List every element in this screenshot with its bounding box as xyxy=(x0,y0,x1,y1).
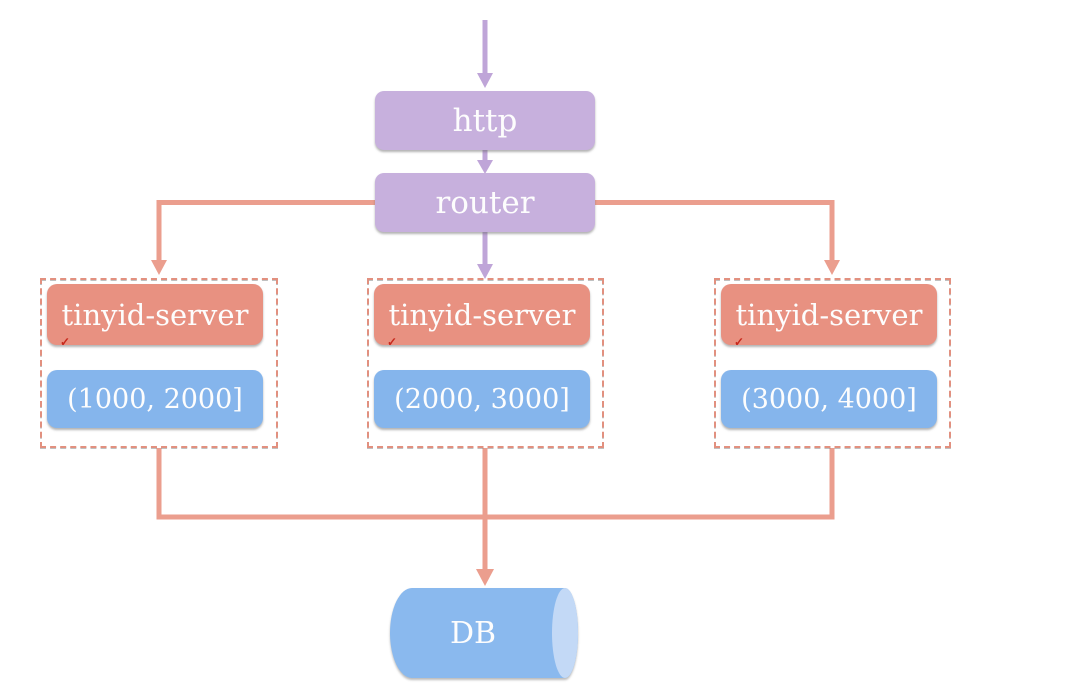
server-group-3-border xyxy=(714,278,951,448)
range-node-2: (2000, 3000] xyxy=(374,370,590,428)
arrowhead-in-to-http xyxy=(477,73,493,88)
range-label-2: (2000, 3000] xyxy=(394,383,570,415)
tinyid-server-node-2: tinyid-server ✓ xyxy=(374,284,590,349)
server-group-3: tinyid-server ✓ (3000, 4000] xyxy=(714,278,951,448)
range-node-1: (1000, 2000] xyxy=(47,370,263,428)
connector-servers-collector xyxy=(156,448,835,520)
db-cylinder-node: DB xyxy=(390,588,578,678)
arrow-router-server1 xyxy=(156,200,375,261)
router-node: router xyxy=(375,173,595,232)
tinyid-server-label-1: tinyid-server xyxy=(61,297,249,332)
arrowhead-router-server3 xyxy=(824,260,840,275)
server-group-1-border xyxy=(40,278,278,448)
http-label: http xyxy=(452,102,518,139)
arrowhead-router-server1 xyxy=(151,260,167,275)
server-group-1: tinyid-server ✓ (1000, 2000] xyxy=(40,278,278,448)
spellcheck-mark-icon: ✓ xyxy=(60,335,71,349)
range-label-1: (1000, 2000] xyxy=(67,383,243,415)
tinyid-server-node-3: tinyid-server ✓ xyxy=(721,284,937,349)
http-node: http xyxy=(375,91,595,150)
spellcheck-mark-icon: ✓ xyxy=(734,335,745,349)
db-label: DB xyxy=(449,615,497,651)
db-cylinder-cap xyxy=(552,588,578,678)
server-group-2-border xyxy=(367,278,604,448)
arrow-router-server3 xyxy=(595,200,835,261)
range-node-3: (3000, 4000] xyxy=(721,370,937,428)
server-group-2: tinyid-server ✓ (2000, 3000] xyxy=(367,278,604,448)
tinyid-server-label-2: tinyid-server xyxy=(388,297,576,332)
tinyid-server-label-3: tinyid-server xyxy=(735,297,923,332)
arrowhead-router-server2 xyxy=(477,264,493,279)
arrowhead-servers-db xyxy=(476,569,494,586)
tinyid-server-node-1: tinyid-server ✓ xyxy=(47,284,263,349)
range-label-3: (3000, 4000] xyxy=(741,383,917,415)
router-label: router xyxy=(435,184,535,221)
spellcheck-mark-icon: ✓ xyxy=(387,335,398,349)
arrowhead-http-router xyxy=(477,160,493,174)
